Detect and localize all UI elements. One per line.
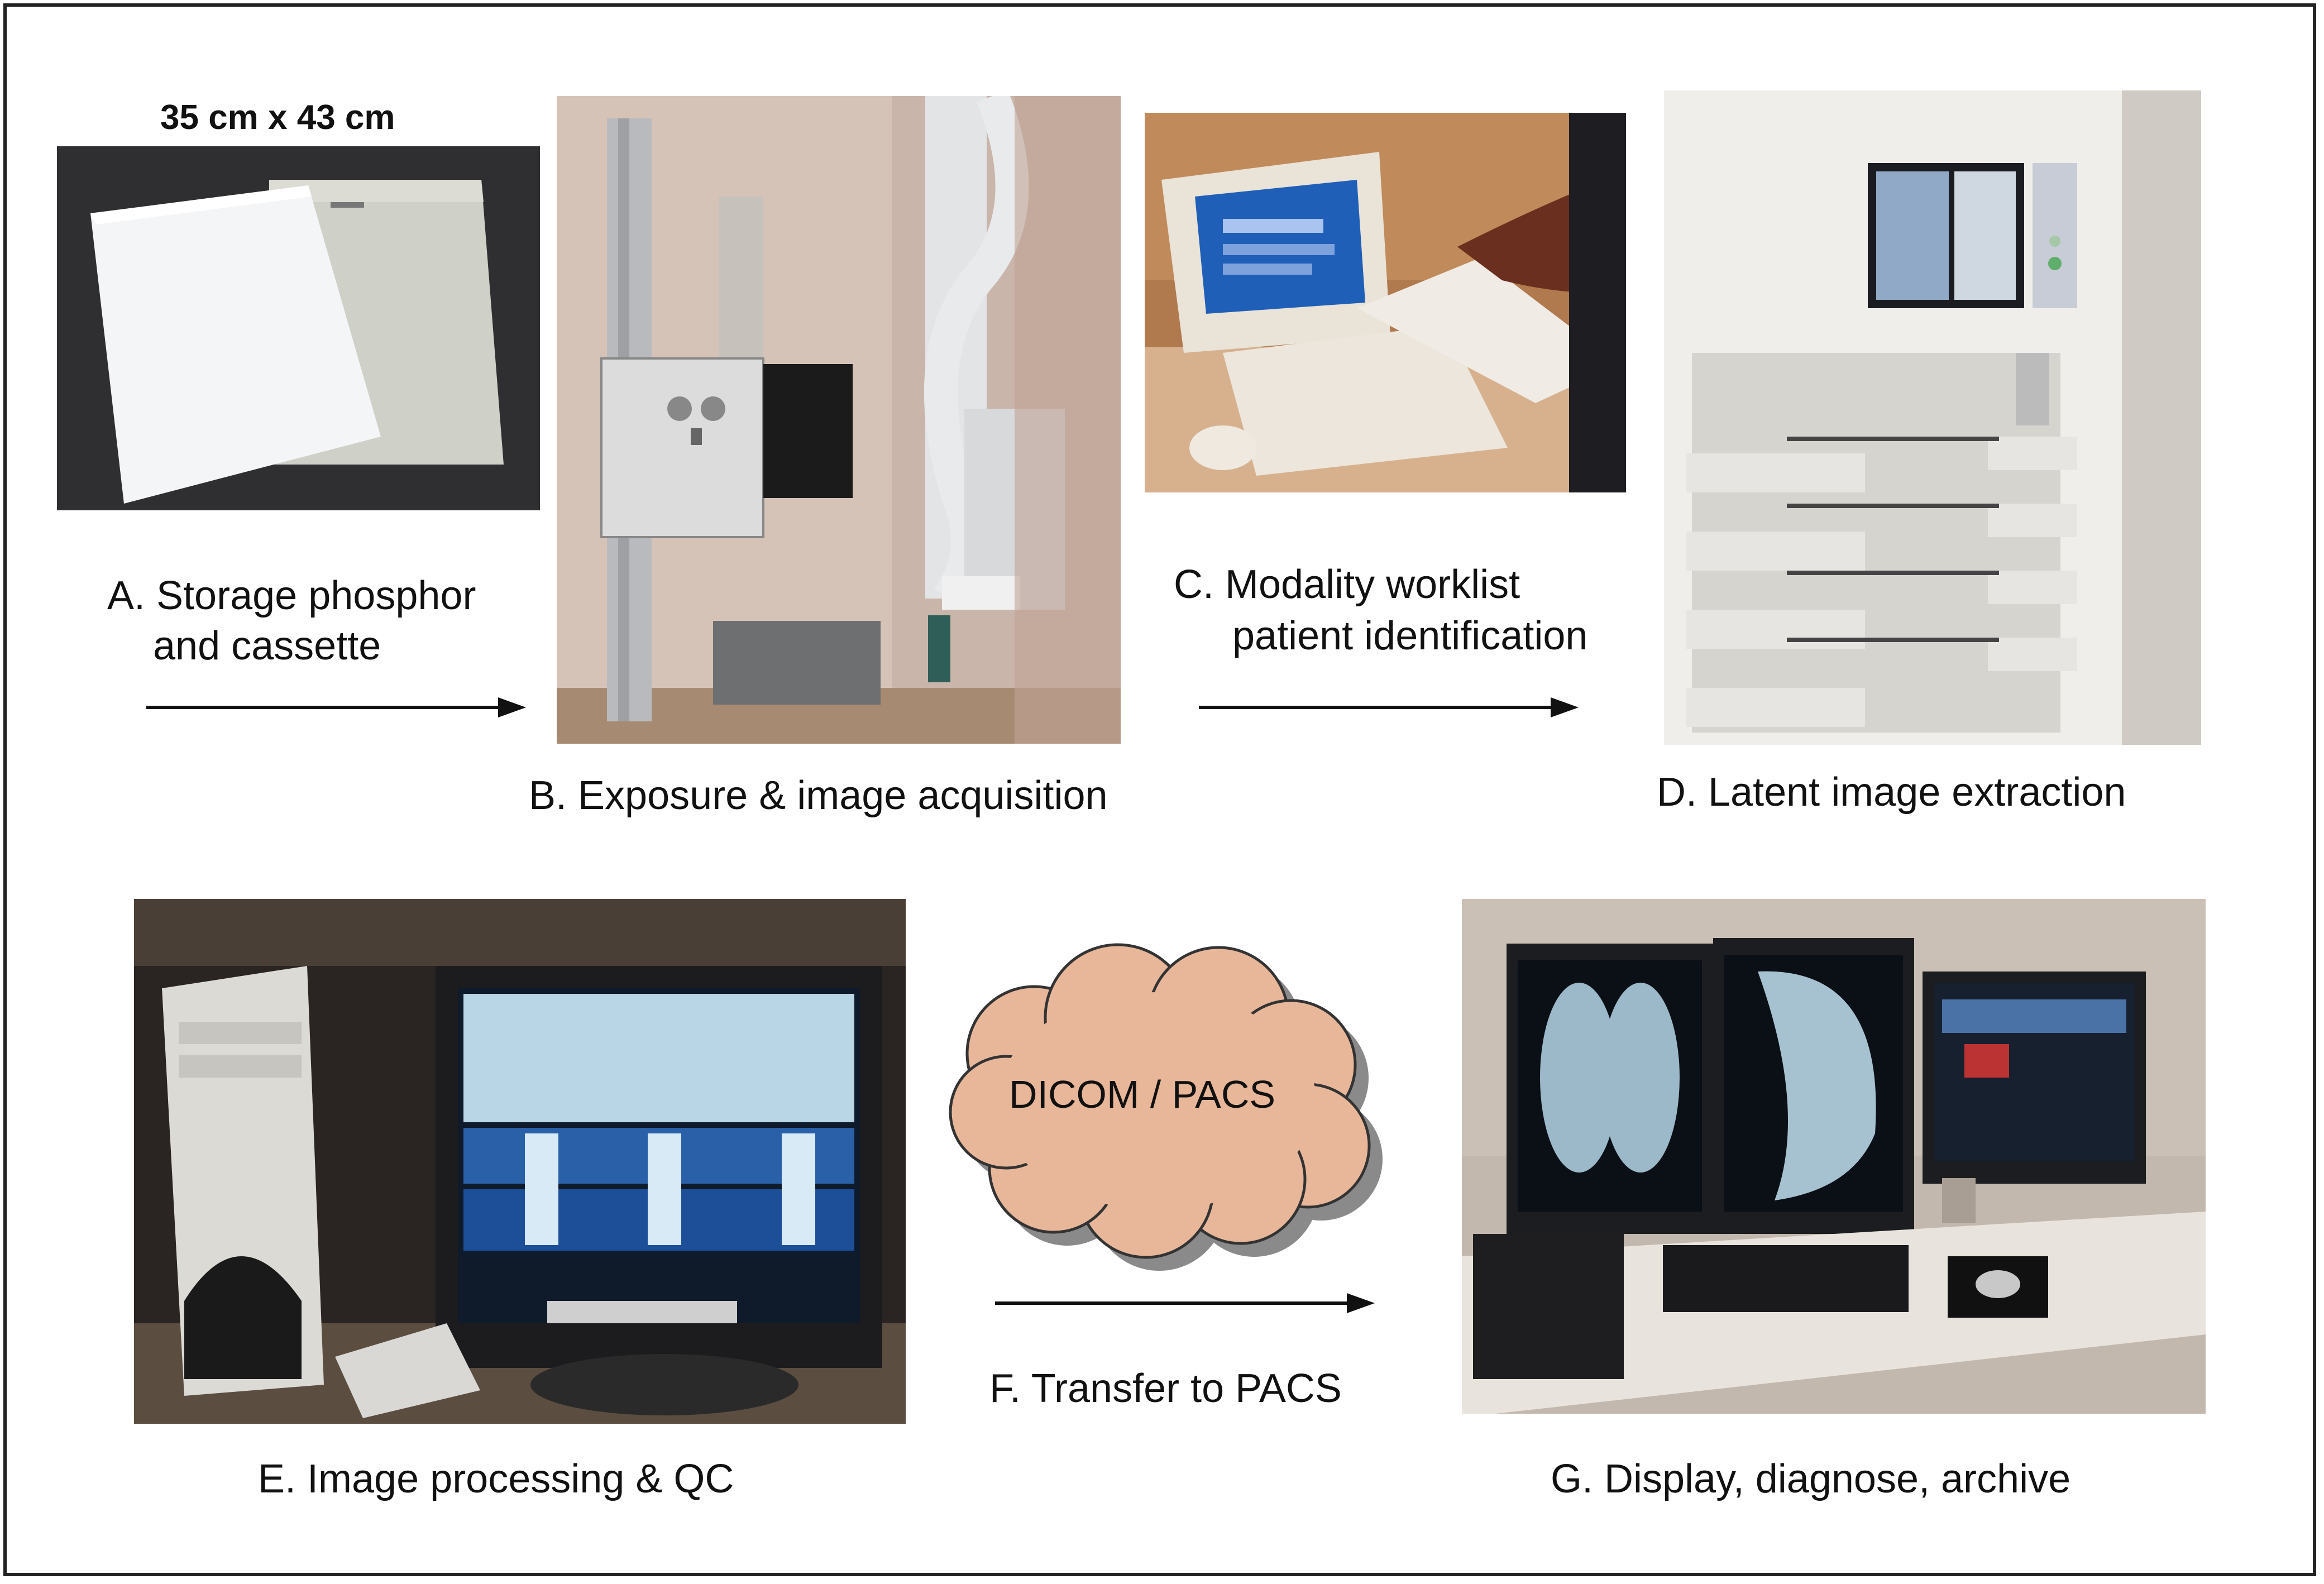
photo-phosphor-cassette	[57, 146, 540, 510]
arrow-transfer	[995, 1293, 1375, 1313]
step-g-label: G. Display, diagnose, archive	[1551, 1457, 2071, 1501]
photo-reading-station	[1462, 899, 2206, 1414]
arrow-c-to-d	[1199, 697, 1579, 717]
photo-cr-reader	[1664, 90, 2201, 745]
photo-worklist-terminal	[1145, 113, 1626, 492]
step-f-label: F. Transfer to PACS	[989, 1366, 1342, 1411]
step-e-label: E. Image processing & QC	[258, 1457, 734, 1501]
step-a-line1: A. Storage phosphor	[107, 573, 476, 618]
cloud-label: DICOM / PACS	[1009, 1073, 1276, 1116]
figure-frame: 35 cm x 43 cm A. Storage phosphor and ca…	[3, 3, 2316, 1576]
size-label: 35 cm x 43 cm	[160, 98, 395, 137]
step-a-line2: and cassette	[153, 624, 381, 668]
photo-qc-workstation	[134, 899, 906, 1424]
photo-xray-room	[557, 96, 1121, 744]
arrow-a-to-b	[146, 697, 526, 717]
step-c-line1: C. Modality worklist	[1174, 562, 1520, 607]
dicom-pacs-cloud	[949, 943, 1383, 1271]
step-b-label: B. Exposure & image acquisition	[529, 773, 1108, 818]
step-c-line2: patient identification	[1232, 614, 1588, 658]
step-d-label: D. Latent image extraction	[1657, 770, 2126, 815]
